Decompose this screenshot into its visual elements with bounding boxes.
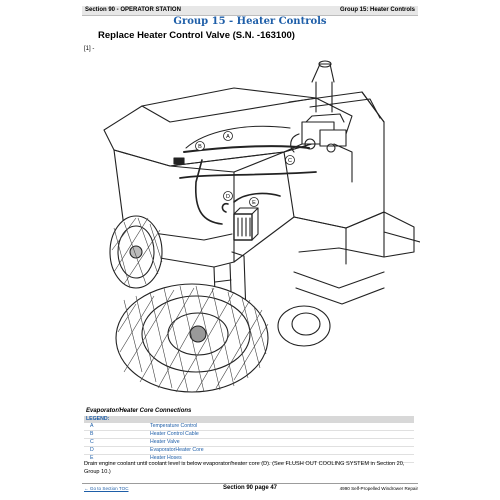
- legend-letter: B: [90, 431, 94, 437]
- legend-description: Heater Valve: [150, 439, 180, 445]
- legend-letter: E: [90, 455, 94, 461]
- footer-page-number: Section 90 page 47: [222, 485, 278, 491]
- page-header-bar: Section 90 - OPERATOR STATION Group 15: …: [82, 6, 418, 16]
- drain-coolant-note: Drain engine coolant until coolant level…: [84, 461, 405, 475]
- callout-b: B: [198, 144, 202, 150]
- header-section-label: Section 90 - OPERATOR STATION: [85, 7, 181, 13]
- callout-c: C: [288, 158, 292, 164]
- legend-description: Temperature Control: [150, 423, 198, 429]
- legend-description: Heater Hoses: [150, 455, 182, 461]
- legend-row: A Temperature Control: [84, 423, 414, 431]
- legend-letter: C: [90, 439, 94, 445]
- legend-header-label: LEGEND:: [84, 416, 414, 423]
- legend-row: D EvaporatorHeater Core: [84, 447, 414, 455]
- legend-row: C Heater Valve: [84, 439, 414, 447]
- legend-letter: D: [90, 447, 94, 453]
- legend-table: LEGEND: A Temperature Control B Heater C…: [84, 416, 414, 463]
- group-title: Group 15 - Heater Controls: [173, 16, 327, 27]
- callout-d: D: [226, 194, 230, 200]
- footer-manual-title: 4990 Self-Propelled Windrower Repair: [339, 486, 418, 491]
- legend-heading: Evaporator/Heater Core Connections: [86, 408, 192, 414]
- legend-letter: A: [90, 423, 94, 429]
- legend-description: EvaporatorHeater Core: [150, 447, 204, 453]
- legend-row: E Heater Hoses: [84, 455, 414, 463]
- legend-description: Heater Control Cable: [150, 431, 199, 437]
- callout-e: E: [252, 200, 256, 206]
- section-title: Replace Heater Control Valve (S.N. -1631…: [98, 30, 295, 41]
- go-to-section-toc-link[interactable]: ← Go to Section TOC: [84, 486, 129, 491]
- header-group-label: Group 15: Heater Controls: [339, 7, 415, 13]
- legend-header-row: LEGEND:: [84, 416, 414, 423]
- figure-reference: [1] -: [84, 46, 95, 52]
- callout-a: A: [226, 134, 230, 140]
- legend-row: B Heater Control Cable: [84, 431, 414, 439]
- windrower-cab-illustration: A B C D E: [103, 60, 420, 393]
- footer-divider: [82, 483, 418, 484]
